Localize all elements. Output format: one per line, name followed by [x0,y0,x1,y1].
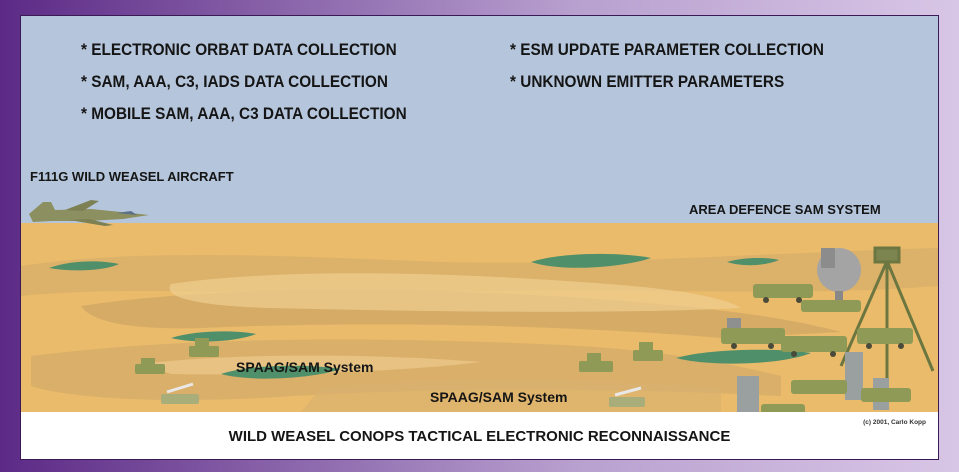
vehicle-wheels [731,297,904,357]
radar-mast [839,246,935,384]
label-spaag-1: SPAAG/SAM System [236,359,374,375]
area-sam-radar [817,248,861,303]
label-spaag-2: SPAAG/SAM System [430,389,568,405]
lake [531,253,651,268]
bullet-sam-aaa: * SAM, AAA, C3, IADS DATA COLLECTION [81,73,388,91]
bullet-unknown-emitter: * UNKNOWN EMITTER PARAMETERS [510,73,785,91]
dune-highlight [169,273,741,312]
copyright-notice: (c) 2001, Carlo Kopp [863,419,926,426]
bullet-orbat: * ELECTRONIC ORBAT DATA COLLECTION [81,41,397,59]
diagram-frame: * ELECTRONIC ORBAT DATA COLLECTION * SAM… [21,16,938,459]
bullet-mobile-sam: * MOBILE SAM, AAA, C3 DATA COLLECTION [81,105,407,123]
spaag-group-1 [135,338,219,404]
bullet-esm: * ESM UPDATE PARAMETER COLLECTION [510,41,825,59]
caption-title: WILD WEASEL CONOPS TACTICAL ELECTRONIC R… [228,428,731,445]
lake [221,365,341,379]
label-area-sam: AREA DEFENCE SAM SYSTEM [689,202,881,217]
scene-illustration [21,16,938,459]
lake [727,257,779,266]
f111-aircraft [29,200,149,226]
area-sam-vehicles [721,284,913,416]
label-aircraft: F111G WILD WEASEL AIRCRAFT [30,169,234,184]
sky [21,16,938,226]
lake [49,261,119,271]
caption-band [21,412,938,459]
lake [676,349,811,364]
dune-highlight [141,355,481,375]
spaag-group-2 [579,342,663,407]
lake [171,331,256,342]
